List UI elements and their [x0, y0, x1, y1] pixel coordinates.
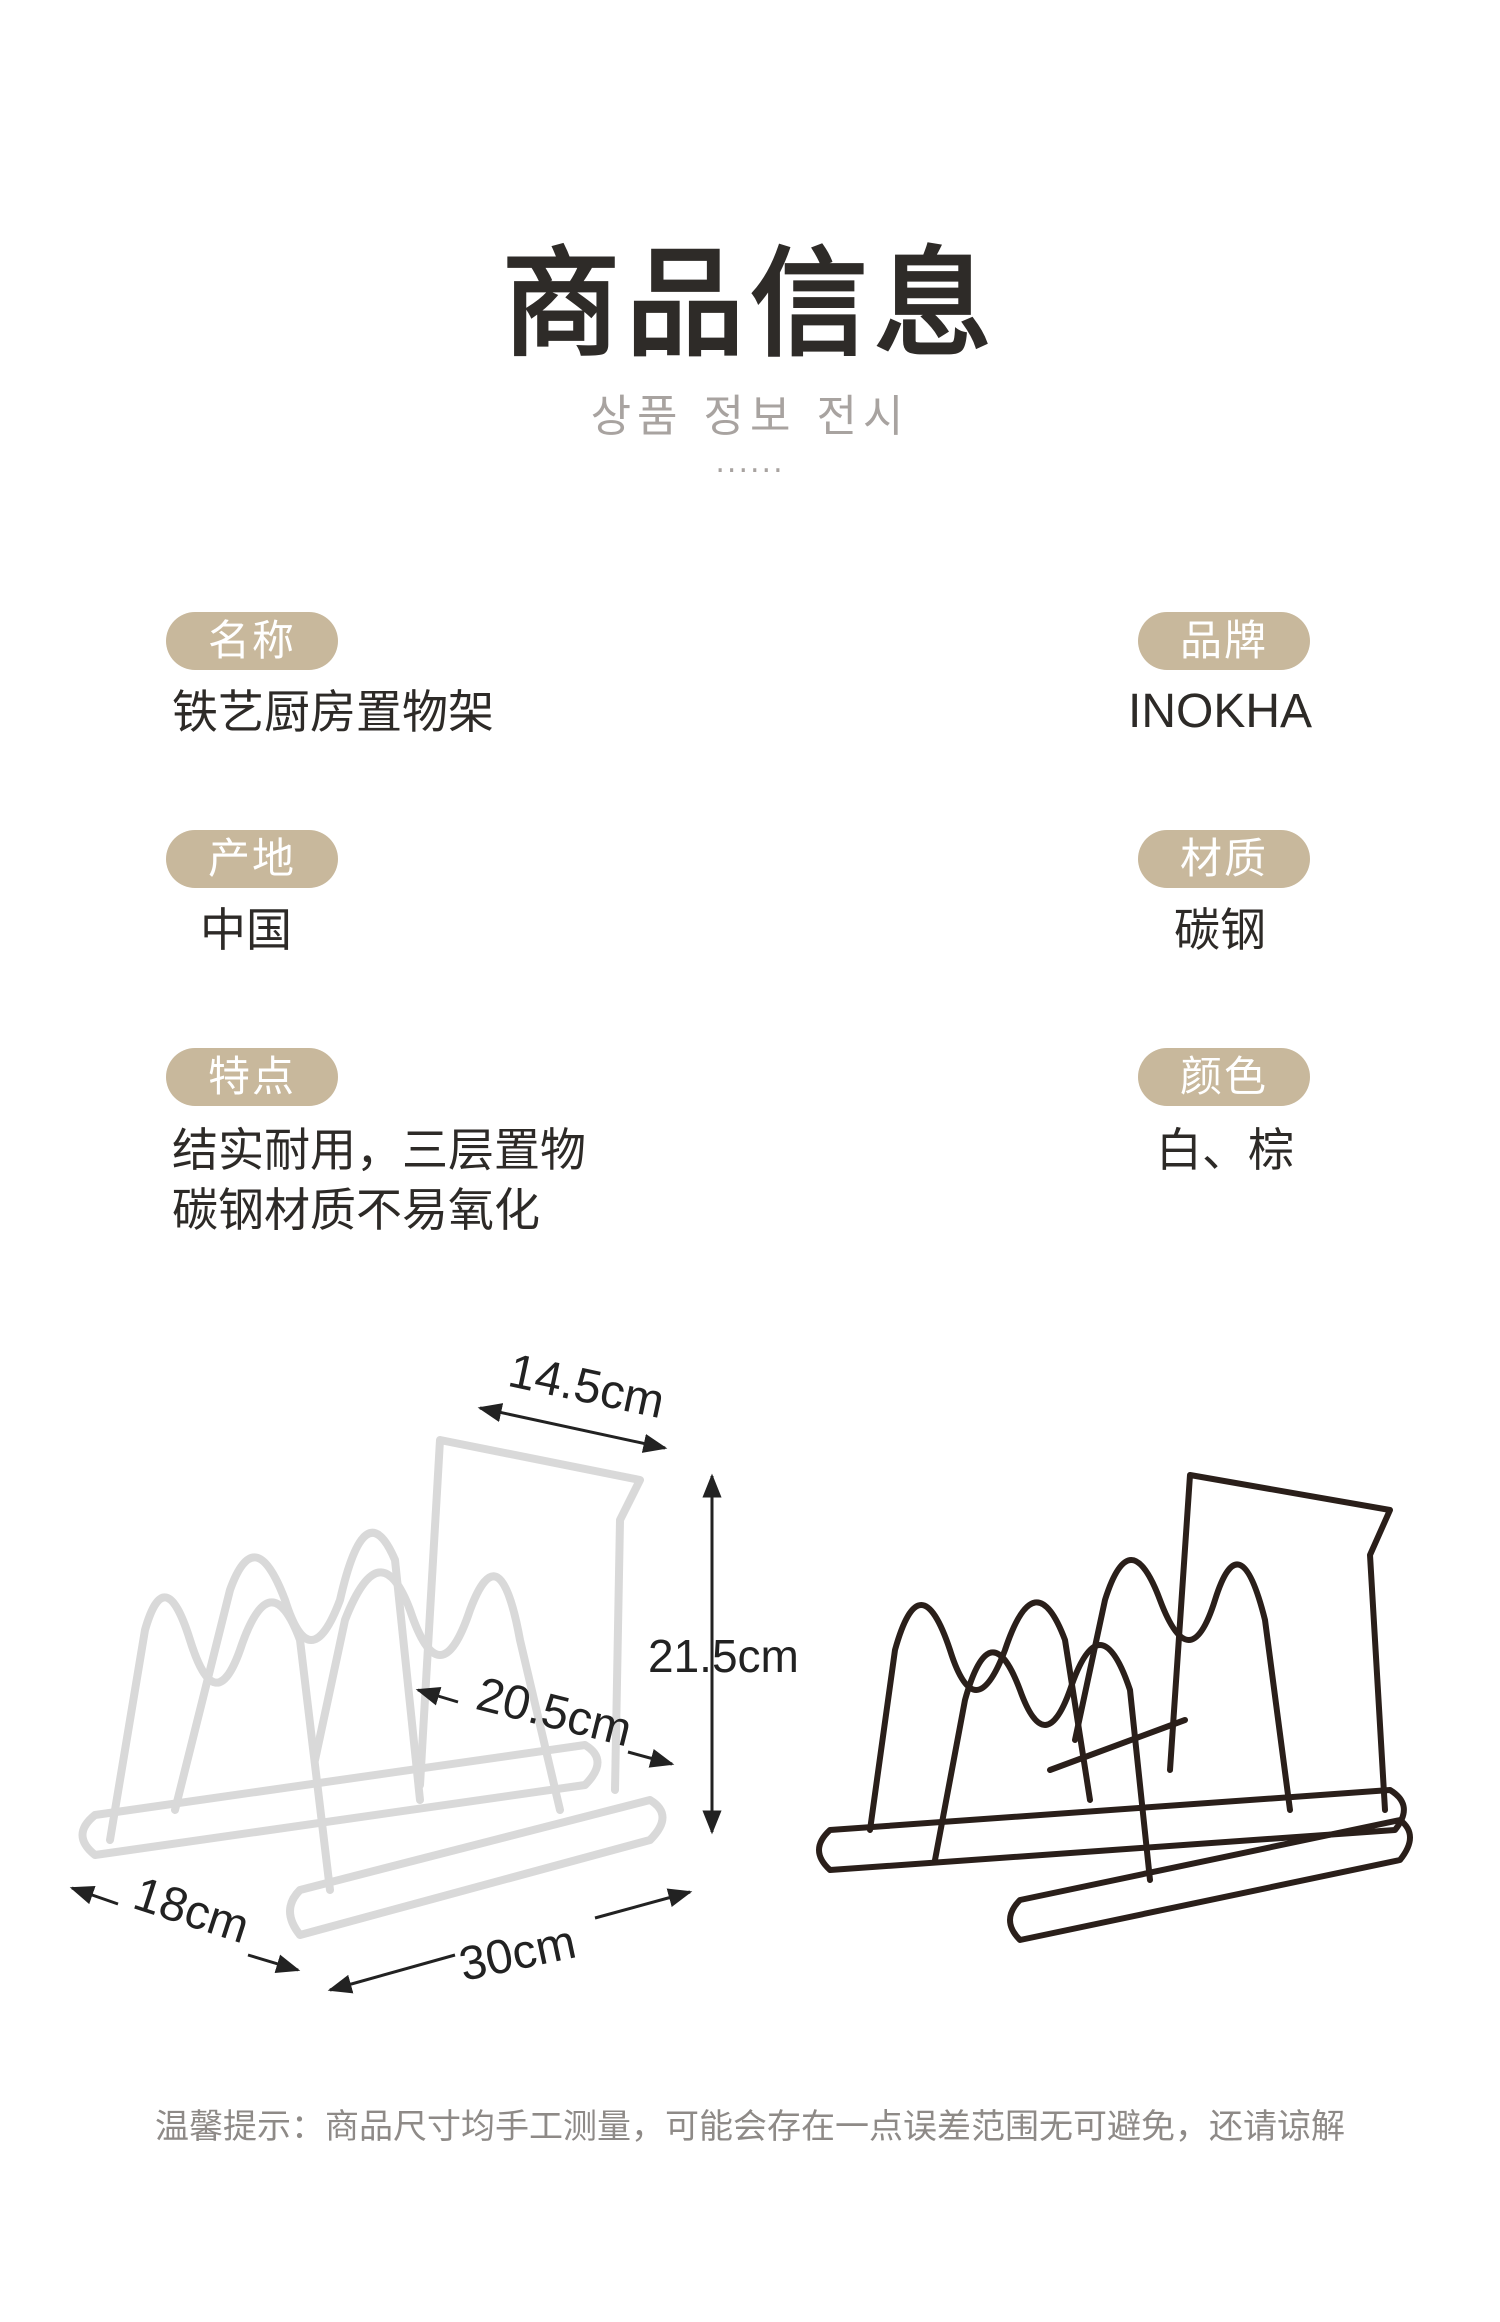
dim-label-depth-top: 14.5cm: [504, 1344, 669, 1429]
footer-note: 温馨提示：商品尺寸均手工测量，可能会存在一点误差范围无可避免，还请谅解: [155, 2107, 1345, 2147]
spec-label-name: 名称: [166, 612, 338, 670]
dim-label-depth: 18cm: [127, 1867, 255, 1954]
white-rack-image: [78, 1436, 667, 1939]
spec-value-origin: 中国: [200, 903, 292, 957]
decorative-dots: ......: [715, 445, 785, 480]
dimension-arrows: [69, 1403, 722, 1994]
dim-label-inner-width: 20.5cm: [471, 1668, 637, 1758]
spec-value-features-line1: 结实耐用，三层置物: [172, 1123, 586, 1177]
spec-value-features-line2: 碳钢材质不易氧化: [172, 1183, 540, 1237]
spec-value-brand: INOKHA: [1128, 685, 1313, 738]
spec-label-brand: 品牌: [1138, 612, 1310, 670]
spec-label-material: 材质: [1138, 830, 1310, 888]
spec-label-color: 颜色: [1138, 1048, 1310, 1106]
spec-label-features: 特点: [166, 1048, 338, 1106]
brown-rack-image: [816, 1472, 1413, 1943]
spec-label-origin: 产地: [166, 830, 338, 888]
dim-label-height: 21.5cm: [648, 1630, 799, 1682]
spec-value-color: 白、棕: [1156, 1123, 1294, 1177]
page-title: 商品信息: [501, 235, 998, 373]
page-subtitle: 상품 정보 전시: [590, 391, 910, 442]
dim-label-width: 30cm: [455, 1916, 581, 1992]
spec-value-material: 碳钢: [1174, 903, 1266, 957]
spec-value-name: 铁艺厨房置物架: [172, 685, 494, 739]
